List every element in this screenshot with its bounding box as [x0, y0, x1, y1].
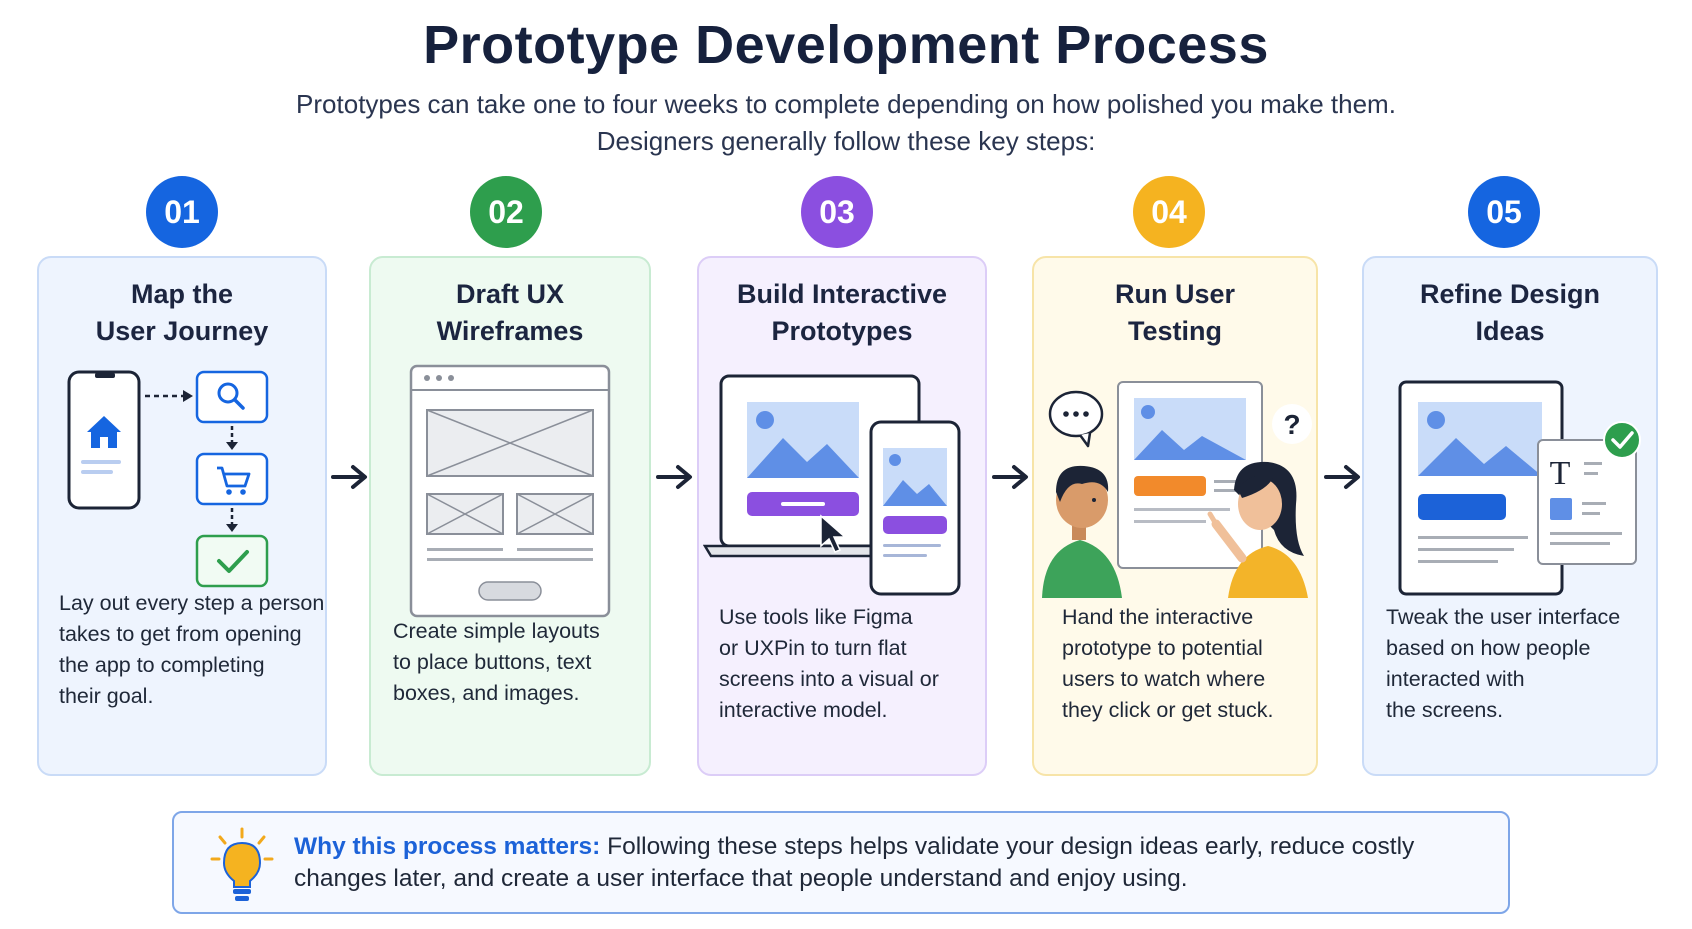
step-card-01: Map the User Journey	[37, 256, 327, 776]
svg-text:?: ?	[1283, 409, 1300, 440]
subtitle-line-2: Designers generally follow these key ste…	[596, 126, 1096, 156]
step-title-line-2: Testing	[1128, 316, 1222, 346]
desc-line: users to watch where	[1062, 667, 1266, 691]
text-icon: T	[1550, 455, 1571, 492]
user-testing-icon: ?	[1042, 381, 1312, 598]
step-badge-01: 01	[146, 176, 218, 248]
step-title: Map the User Journey	[39, 276, 325, 350]
step-badge-02: 02	[470, 176, 542, 248]
step-title-line-2: Prototypes	[771, 316, 913, 346]
cursor-icon	[820, 514, 847, 553]
desc-line: Use tools like Figma	[719, 605, 913, 629]
desc-line: interactive model.	[719, 698, 888, 722]
why-it-matters-callout: Why this process matters: Following thes…	[172, 811, 1510, 914]
question-icon: ?	[1272, 404, 1312, 444]
interactive-prototype-icon	[703, 374, 961, 596]
callout-text: Why this process matters: Following thes…	[294, 831, 1474, 895]
step-title: Run User Testing	[1034, 276, 1316, 350]
desc-line: screens into a visual or	[719, 667, 939, 691]
callout-body: Following these steps helps validate you…	[294, 833, 1415, 892]
step-description: Lay out every step a person takes to get…	[59, 588, 324, 712]
arrow-right-icon	[992, 465, 1028, 489]
desc-line: interacted with	[1386, 667, 1525, 691]
document-icon	[1398, 380, 1564, 596]
search-icon	[195, 370, 269, 424]
step-badge-05: 05	[1468, 176, 1540, 248]
step-title-line-2: Ideas	[1475, 316, 1545, 346]
desc-line: Tweak the user interface	[1386, 605, 1621, 629]
step-card-05: Refine Design Ideas T Tweak the us	[1362, 256, 1658, 776]
desc-line: or UXPin to turn flat	[719, 636, 907, 660]
step-card-02: Draft UX Wireframes Create simple layout…	[369, 256, 651, 776]
step-description: Tweak the user interface based on how pe…	[1386, 602, 1620, 726]
step-card-03: Build Interactive Prototypes Use tools l…	[697, 256, 987, 776]
desc-line: Hand the interactive	[1062, 605, 1254, 629]
step-badge-03: 03	[801, 176, 873, 248]
speech-bubble-icon	[1048, 390, 1104, 448]
lightbulb-icon	[210, 827, 274, 901]
desc-line: they click or get stuck.	[1062, 698, 1274, 722]
arrow-right-icon	[1324, 465, 1360, 489]
subtitle-line-1: Prototypes can take one to four weeks to…	[296, 89, 1396, 119]
refine-design-icon: T	[1398, 380, 1641, 596]
step-title: Build Interactive Prototypes	[699, 276, 985, 350]
step-title-line-1: Build Interactive	[736, 279, 948, 309]
step-title: Refine Design Ideas	[1364, 276, 1656, 350]
check-badge-icon	[1603, 421, 1641, 459]
desc-line: their goal.	[59, 684, 154, 708]
svg-text:T: T	[1550, 455, 1571, 492]
desc-line: boxes, and images.	[393, 681, 580, 705]
step-card-04: Run User Testing ?	[1032, 256, 1318, 776]
desc-line: the app to completing	[59, 653, 265, 677]
step-title-line-2: Wireframes	[436, 316, 584, 346]
desc-line: prototype to potential	[1062, 636, 1263, 660]
check-icon	[195, 534, 269, 588]
cart-icon	[195, 452, 269, 506]
desc-line: to place buttons, text	[393, 650, 592, 674]
user-woman-icon	[1207, 461, 1308, 598]
step-description: Create simple layouts to place buttons, …	[393, 616, 600, 709]
step-title: Draft UX Wireframes	[371, 276, 649, 350]
step-badge-04: 04	[1133, 176, 1205, 248]
user-man-icon	[1042, 465, 1122, 598]
desc-line: based on how people	[1386, 636, 1591, 660]
phone-icon	[67, 370, 141, 510]
page-title: Prototype Development Process	[423, 15, 1269, 75]
step-title-line-1: Draft UX	[455, 279, 564, 309]
step-title-line-1: Run User	[1114, 279, 1236, 309]
callout-heading: Why this process matters:	[294, 833, 601, 860]
arrow-right-icon	[656, 465, 692, 489]
wireframe-icon	[409, 364, 611, 618]
desc-line: Lay out every step a person	[59, 591, 325, 615]
step-title-line-1: Refine Design	[1419, 279, 1601, 309]
arrow-right-icon	[331, 465, 367, 489]
step-title-line-2: User Journey	[95, 316, 269, 346]
home-icon	[87, 416, 121, 448]
desc-line: Create simple layouts	[393, 619, 600, 643]
desc-line: takes to get from opening	[59, 622, 302, 646]
mobile-icon	[869, 420, 961, 596]
journey-map-icon	[67, 370, 269, 588]
step-description: Use tools like Figma or UXPin to turn fl…	[719, 602, 939, 726]
step-title-line-1: Map the	[130, 279, 233, 309]
desc-line: the screens.	[1386, 698, 1504, 722]
page-subtitle: Prototypes can take one to four weeks to…	[0, 86, 1692, 160]
step-description: Hand the interactive prototype to potent…	[1062, 602, 1274, 726]
